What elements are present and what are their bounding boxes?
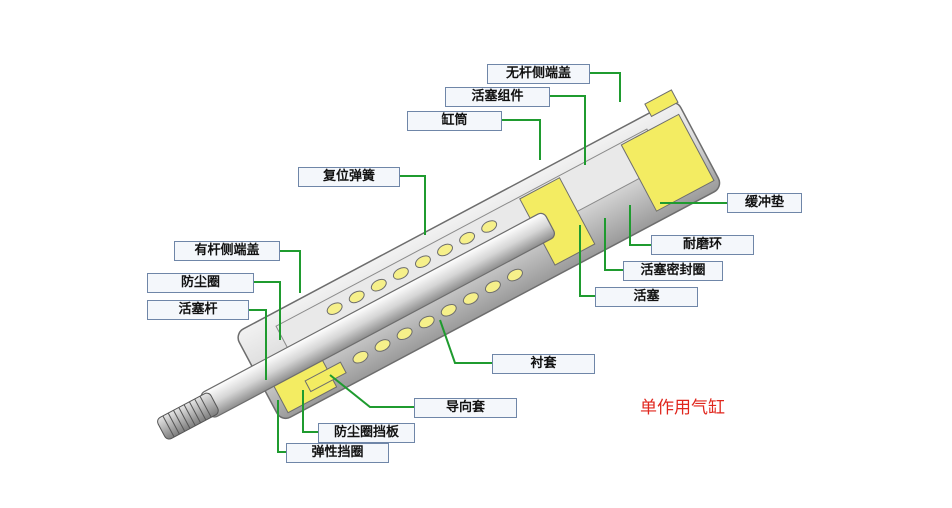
leader-snap-ring — [277, 400, 286, 453]
leader-piston-seal — [604, 218, 623, 271]
label-dust-seal-retainer: 防尘圈挡板 — [318, 423, 415, 443]
label-cylinder-barrel: 缸筒 — [407, 111, 502, 131]
leader-cylinder-barrel — [502, 119, 541, 160]
leader-dust-seal — [254, 281, 281, 340]
label-rod-end-cap: 有杆侧端盖 — [174, 241, 280, 261]
label-wear-ring: 耐磨环 — [651, 235, 754, 255]
leader-rodless-end-cap — [590, 72, 621, 102]
return-spring-coils — [326, 220, 523, 364]
label-cushion-pad: 缓冲垫 — [727, 193, 802, 213]
label-guide-sleeve: 导向套 — [414, 398, 517, 418]
leader-dust-seal-retainer — [302, 390, 318, 433]
label-piston-assembly: 活塞组件 — [445, 87, 550, 107]
label-return-spring: 复位弹簧 — [298, 167, 400, 187]
label-piston-seal: 活塞密封圈 — [623, 261, 723, 281]
leader-rod-end-cap — [280, 250, 301, 293]
leader-lines — [249, 72, 727, 453]
port-fitting — [644, 89, 679, 118]
leader-bushing — [439, 319, 492, 364]
diagram-caption: 单作用气缸 — [640, 398, 725, 418]
leader-piston — [579, 225, 595, 297]
cylinder-body — [157, 89, 721, 440]
leader-wear-ring — [629, 205, 651, 246]
label-bushing: 衬套 — [492, 354, 595, 374]
label-piston: 活塞 — [595, 287, 698, 307]
label-piston-rod: 活塞杆 — [147, 300, 249, 320]
leader-piston-rod — [249, 309, 267, 380]
thread-lines — [162, 395, 212, 438]
label-dust-seal: 防尘圈 — [147, 273, 254, 293]
leader-piston-assembly — [550, 95, 586, 165]
leader-return-spring — [400, 175, 426, 235]
rod-thread — [157, 392, 219, 440]
label-snap-ring: 弹性挡圈 — [286, 443, 389, 463]
guide-sleeve-section — [304, 361, 347, 393]
label-rodless-end-cap: 无杆侧端盖 — [487, 64, 590, 84]
rodless-end-cap-section — [620, 113, 715, 212]
leader-guide-sleeve — [329, 374, 414, 408]
